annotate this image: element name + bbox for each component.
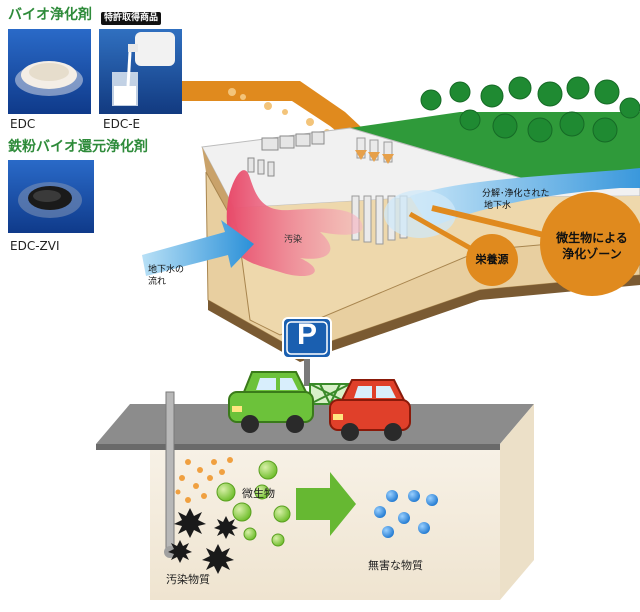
edc-photo — [8, 29, 91, 114]
zone-callout-line — [431, 205, 549, 239]
groundwater-flow-line2: 流れ — [148, 277, 167, 287]
pollution-plume — [226, 170, 363, 277]
edczvi-photo — [8, 160, 94, 233]
purified-line2: 地下水 — [484, 201, 512, 211]
harmless-substances — [374, 490, 438, 538]
groundwater-arrow — [142, 220, 254, 276]
edczvi-label: EDC-ZVI — [10, 239, 60, 253]
injection-pipe — [182, 81, 375, 150]
edc-label: EDC — [10, 117, 36, 131]
injection-arrows — [355, 150, 394, 164]
zone-line2: 浄化ゾーン — [562, 247, 622, 261]
microbe-label: 微生物 — [242, 487, 275, 500]
well-pipe[interactable] — [165, 391, 175, 549]
nutrient-callout-line — [408, 211, 472, 251]
edce-photo — [99, 29, 182, 114]
trees — [420, 76, 640, 143]
green-car — [228, 371, 314, 433]
edce-label: EDC-E — [103, 117, 141, 131]
rooftop-equipment — [247, 131, 325, 177]
road-surface — [96, 404, 534, 444]
zone-circle — [540, 192, 640, 296]
road-front-edge — [96, 444, 500, 450]
underground-nutrient-dots — [175, 457, 233, 503]
pollutant-label: 汚染物質 — [166, 573, 210, 586]
bio-header: バイオ浄化剤 — [8, 7, 92, 23]
iron-header: 鉄粉バイオ還元浄化剤 — [8, 139, 148, 155]
purified-line1: 分解･浄化された — [482, 189, 550, 199]
soil-bottom-layer — [208, 275, 640, 362]
pollution-label: 汚染 — [284, 235, 303, 245]
harmless-label: 無害な物質 — [368, 559, 423, 572]
zone-line1: 微生物による — [556, 231, 628, 245]
parking-sign-letter: P — [296, 318, 317, 351]
nutrient-circle — [466, 234, 518, 286]
underground-right-face — [500, 404, 534, 600]
pollutant-particles — [168, 508, 238, 574]
purified-water-flow — [410, 168, 640, 228]
transform-arrow — [296, 472, 356, 536]
patent-badge: 特許取得商品 — [101, 12, 162, 25]
purification-halo — [384, 190, 456, 238]
parking-sign[interactable] — [282, 317, 332, 386]
red-car — [329, 379, 411, 441]
microbes — [216, 460, 291, 547]
groundwater-flow-line1: 地下水の — [148, 265, 185, 275]
underground-area — [150, 450, 500, 600]
nutrient-label: 栄養源 — [475, 253, 509, 266]
